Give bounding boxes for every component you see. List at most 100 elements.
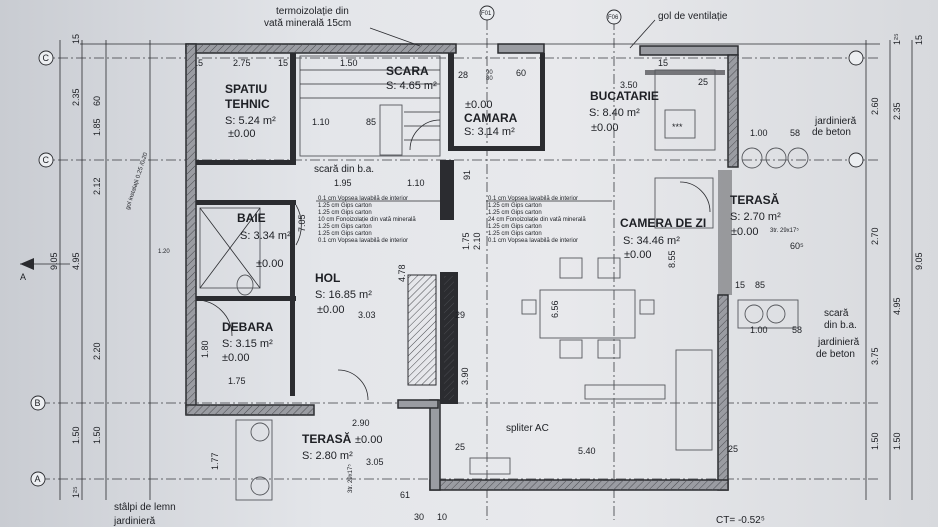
dim-855: 8.55 [667,250,677,268]
dim-478: 4.78 [397,264,407,282]
note-gol-ventilatie: gol de ventilație [658,11,728,22]
dim-left-235: 2.35 [71,88,81,106]
dim-right-125: 1²⁵ [892,33,902,45]
interior-walls [196,53,732,404]
room-bucatarie-level: ±0.00 [591,122,618,134]
axis-bubble-c-mid-right [848,152,864,168]
room-camera-level: ±0.00 [624,249,651,261]
dim-656: 6.56 [550,300,560,318]
shower-area [199,207,261,289]
room-camara-name: CAMARA [464,111,518,125]
dim-175: 1.75 [461,232,471,250]
dim-right-150b: 1.50 [892,432,902,450]
leader-termoizolatie [369,27,421,47]
ac-unit [469,457,511,475]
dim-top-15c: 15 [658,58,668,68]
layer-right-7: 0.1 cm Vopsea lavabilă de interior [488,238,578,244]
section-marker: A [20,258,70,282]
layer-right-1: 0.1 cm Vopsea lavabilă de interior [488,196,578,202]
note-spliter: spliter AC [506,423,549,434]
room-hol-level: ±0.00 [317,304,344,316]
dim-180: 1.80 [200,340,210,358]
room-bucatarie-area: S: 8.40 m² [589,107,640,119]
room-debara-area: S: 3.15 m² [222,338,273,350]
dim-177: 1.77 [210,452,220,470]
dim-top-350: 3.50 [620,80,638,90]
wall-debara-top [196,296,296,301]
dim-60: 60 [516,68,526,78]
wall-baie-right [290,200,295,300]
axis-label-b: B [35,398,41,408]
layer-right-4: 24 cm Fonoizolație din vată minerală [488,217,586,223]
wall-hol-camera-top [440,160,454,220]
room-baie-area: S: 3.34 m² [240,230,291,242]
kitchen-fridge [654,69,716,151]
dim-61: 61 [400,490,410,500]
section-label: A [20,272,26,282]
dim-305: 3.05 [366,457,384,467]
dim-right-375: 3.75 [870,347,880,365]
chair-3 [521,299,537,315]
note-ct: CT= -0.52⁵ [716,515,765,526]
note-jardiniera-2: de beton [812,127,851,138]
dining-table [539,289,636,339]
dim-left-150a: 1.50 [71,426,81,444]
dim-top-15a: 15 [193,58,203,68]
room-baie-name: BAIE [237,211,266,225]
room-baie-level: ±0.00 [256,258,283,270]
planter-pot-3 [787,147,809,169]
toilet [236,274,254,296]
wall-entry-top [397,399,439,409]
bathroom-fixtures [199,207,261,296]
layer-right-2: 1.25 cm Gips carton [488,203,542,209]
dim-15d: 15 [735,280,745,290]
door-debara [195,299,233,337]
doors [195,119,711,401]
dim-left-220: 2.20 [92,342,102,360]
chair-1 [559,257,583,279]
dim-195: 1.95 [334,178,352,188]
tv-unit [584,384,666,400]
room-camara-level: ±0.00 [465,99,492,111]
wall-top-right [639,45,739,56]
stove [664,109,696,139]
pillar-1 [250,422,270,442]
note-stair-bottom: 3tr. 29x17⁵ [347,464,354,493]
stove-burners: *** [672,122,683,132]
dim-left-150b: 1.50 [92,426,102,444]
staircase [299,55,441,157]
dim-91: 91 [462,170,472,180]
wall-top-mid [497,43,545,54]
room-hol-area: S: 16.85 m² [315,289,372,301]
layer-left-5: 1.25 cm Gips carton [318,224,372,230]
dim-90: 90 [486,70,493,76]
chair-4 [639,299,655,315]
axis-lines [40,20,880,520]
planter-pot-4 [744,304,764,324]
dim-25c: 25 [728,444,738,454]
chair-5 [559,339,583,359]
dim-303: 3.03 [358,310,376,320]
note-termoizolatie-2: vată minerală 15cm [264,18,351,29]
dim-80: 80 [486,76,493,82]
note-jardiniera-1: jardinieră [814,116,857,127]
interior-dimensions: 1.10 85 1.95 1.10 91 1.75 2.10 4.78 3.03… [200,68,804,522]
layer-left-7: 0.1 cm Vopsea lavabilă de interior [318,238,408,244]
pillar-2 [250,476,270,496]
dim-left-212: 2.12 [92,177,102,195]
layer-left-3: 1.25 cm Gips carton [318,210,372,216]
planter-pot-5 [766,304,786,324]
room-terasa-right-area: S: 2.70 m² [730,211,781,223]
layer-right-6: 1.25 cm Gips carton [488,231,542,237]
dim-100b: 1.00 [750,325,768,335]
stair-landing [379,104,403,156]
room-scara-area: S: 4.65 m² [386,80,437,92]
wall-tehnic-bottom [196,160,296,165]
wall-debara-right [290,296,295,396]
dim-top-28: 28 [458,70,468,80]
wall-camara-right [540,53,545,151]
room-camera-name: CAMERA DE ZI [620,216,706,230]
room-tehnic-area: S: 5.24 m² [225,115,276,127]
layers-left: 0.1 cm Vopsea lavabilă de interior 1.25 … [318,196,416,244]
